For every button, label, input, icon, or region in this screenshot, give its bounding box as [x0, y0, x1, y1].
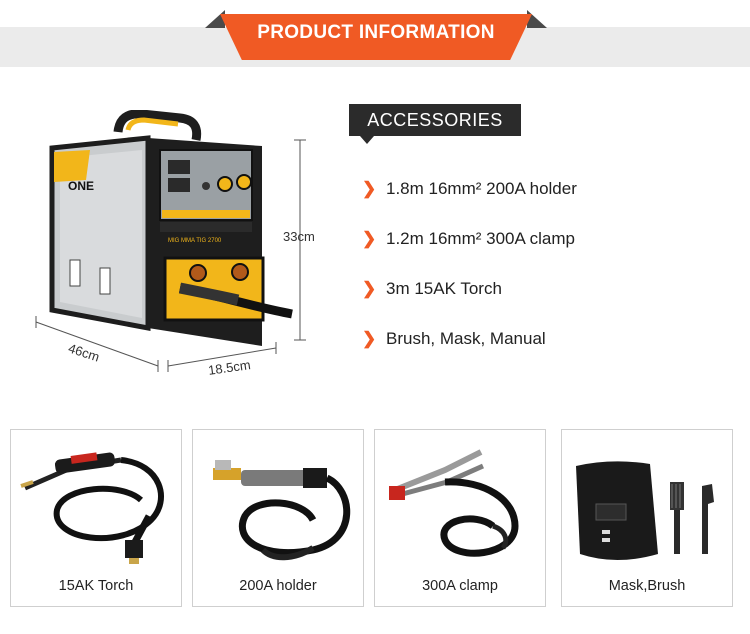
accessory-card-holder: 200A holder [192, 429, 364, 607]
accessory-item-label: 1.2m 16mm² 300A clamp [386, 229, 575, 248]
card-label: 15AK Torch [58, 578, 134, 594]
dimension-height: 33cm [283, 229, 315, 244]
accessory-item: ❯ 3m 15AK Torch [362, 277, 502, 301]
holder-image [213, 460, 351, 561]
accessories-heading: ACCESSORIES [349, 104, 521, 136]
torch-image [20, 452, 164, 564]
mask-brush-image [576, 461, 714, 560]
accessory-item: ❯ Brush, Mask, Manual [362, 327, 546, 351]
accessories-heading-pointer [360, 136, 374, 144]
accessory-item-label: 3m 15AK Torch [386, 279, 502, 298]
clamp-image [389, 449, 519, 557]
accessory-item: ❯ 1.2m 16mm² 300A clamp [362, 227, 575, 251]
card-label: 300A clamp [422, 578, 498, 594]
card-label: 200A holder [239, 578, 317, 594]
page-title: PRODUCT INFORMATION [257, 22, 495, 43]
chevron-right-icon: ❯ [362, 279, 377, 298]
welder-machine-image: ONE MIG MMA TIG 2700 [30, 109, 295, 350]
machine-model: MIG MMA TIG 2700 [168, 238, 222, 244]
accessory-item: ❯ 1.8m 16mm² 200A holder [362, 177, 577, 201]
accessory-card-mask: Mask,Brush [561, 429, 733, 607]
accessory-item-label: 1.8m 16mm² 200A holder [386, 179, 577, 198]
chevron-right-icon: ❯ [362, 179, 377, 198]
accessory-card-clamp: 300A clamp [374, 429, 546, 607]
accessory-card-torch: 15AK Torch [10, 429, 182, 607]
accessory-item-label: Brush, Mask, Manual [386, 329, 546, 348]
banner-tab [220, 14, 532, 60]
chevron-right-icon: ❯ [362, 329, 377, 348]
machine-brand: ONE [68, 179, 94, 193]
card-label: Mask,Brush [608, 578, 686, 594]
chevron-right-icon: ❯ [362, 229, 377, 248]
